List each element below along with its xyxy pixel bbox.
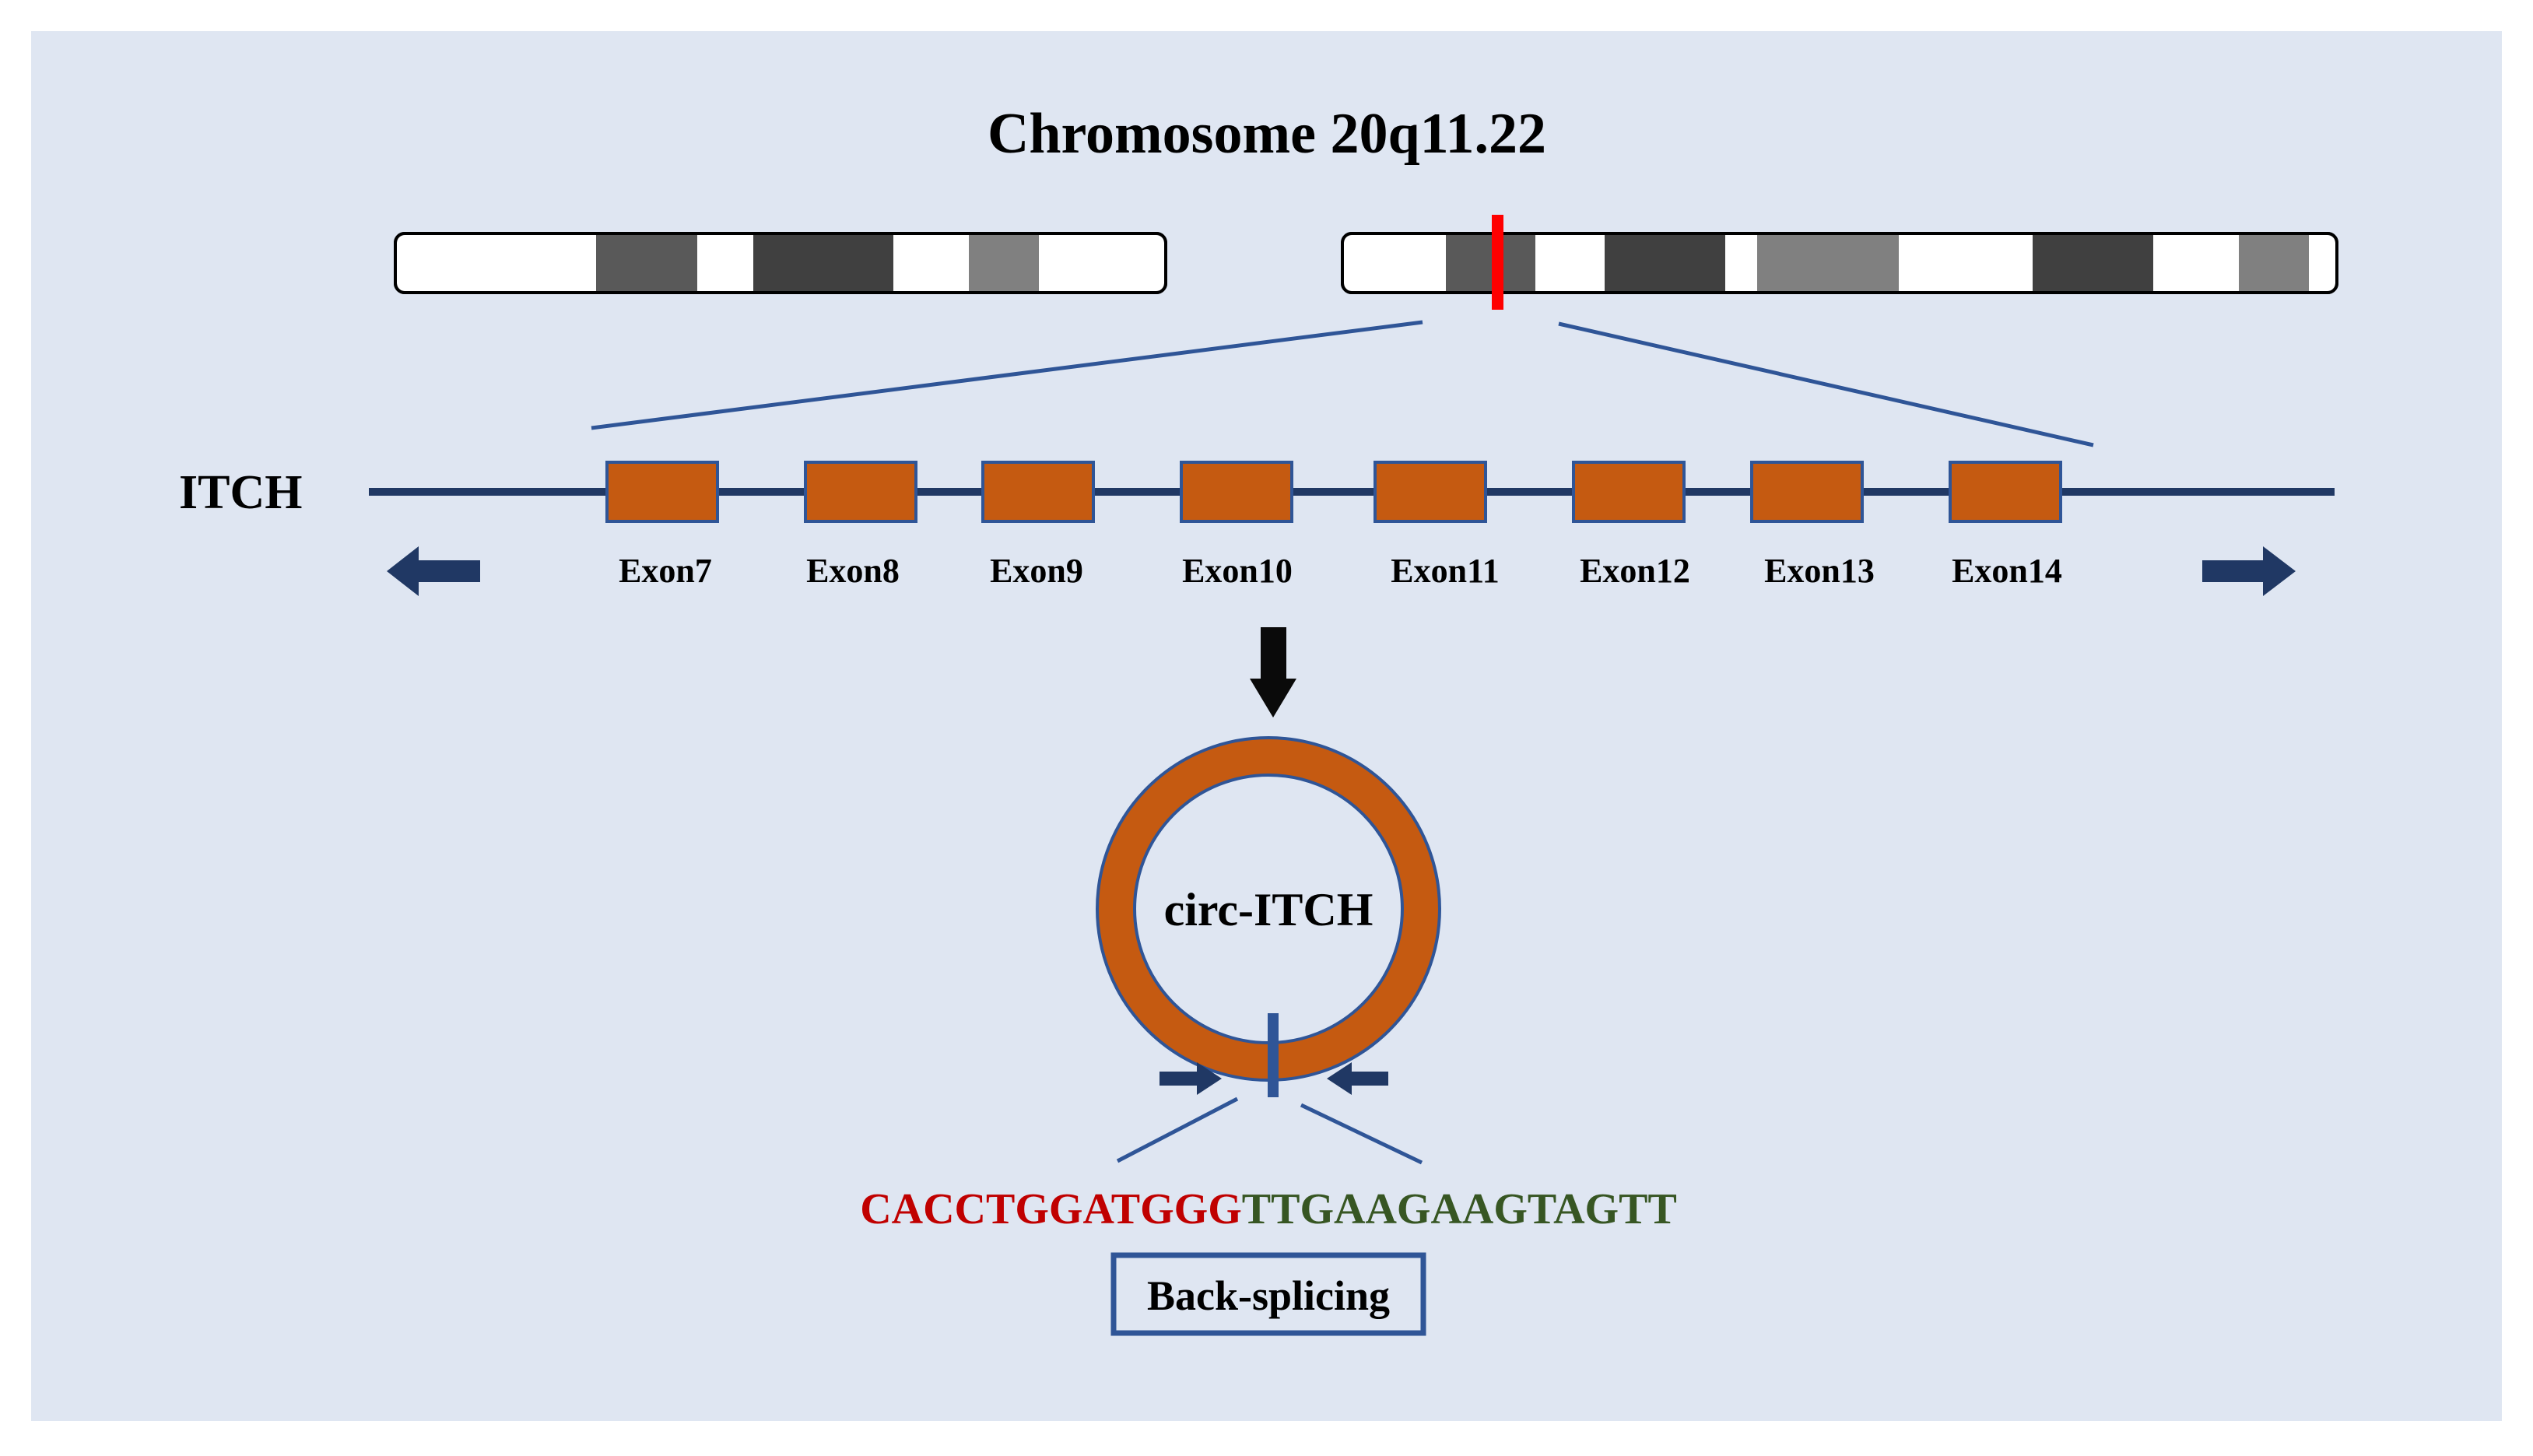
left-arrow-icon (387, 546, 480, 596)
circrna-label: circ-ITCH (1164, 884, 1374, 935)
down-arrow-icon (1250, 627, 1296, 717)
exon-box (1374, 461, 1487, 523)
exon-box (1949, 461, 2062, 523)
back-splicing-box (1110, 1252, 1426, 1336)
exon-label: Exon10 (1182, 552, 1293, 590)
chromosome-band (1757, 235, 1899, 291)
exon-box (1572, 461, 1686, 523)
back-splicing-label: Back-splicing (1147, 1272, 1390, 1319)
exon-group: Exon7 Exon8 Exon9 Exon10 Exon11 Exon12 E… (605, 461, 2062, 590)
sequence-zoom-left (1116, 1096, 1239, 1163)
exon-box (981, 461, 1095, 523)
gene-label: ITCH (179, 466, 302, 519)
exon-box (1180, 461, 1293, 523)
chromosome-band (1605, 235, 1725, 291)
primer-forward-icon (1159, 1062, 1222, 1095)
chromosome-band (596, 235, 697, 291)
locus-marker (1492, 215, 1503, 310)
chromosome-title: Chromosome 20q11.22 (988, 102, 1546, 166)
exon-label: Exon12 (1580, 552, 1690, 590)
sequence-zoom-right (1300, 1103, 1423, 1165)
primer-reverse-icon (1327, 1062, 1388, 1095)
chromosome-right-arm (1341, 232, 2338, 294)
exon-label: Exon13 (1764, 552, 1875, 590)
chromosome-left-arm (394, 232, 1167, 294)
chromosome-band (2033, 235, 2153, 291)
exon-label: Exon14 (1952, 552, 2062, 590)
chromosome-band (753, 235, 893, 291)
sequence-part-downstream: TTGAAGAAGTAGTT (1242, 1185, 1677, 1233)
junction-sequence: CACCTGGATGGGTTGAAGAAGTAGTT (860, 1185, 1677, 1233)
junction-mark (1268, 1013, 1279, 1097)
right-arrow-icon (2202, 546, 2296, 596)
exon-label: Exon7 (619, 552, 712, 590)
exon-label: Exon11 (1391, 552, 1499, 590)
sequence-part-upstream: CACCTGGATGGG (860, 1185, 1242, 1233)
exon-box (1750, 461, 1864, 523)
exon-box (605, 461, 719, 523)
exon-label: Exon8 (806, 552, 900, 590)
chromosome-band (2239, 235, 2309, 291)
zoom-line-left (591, 320, 1423, 430)
chromosome-band (969, 235, 1039, 291)
exon-box (804, 461, 917, 523)
exon-label: Exon9 (990, 552, 1083, 590)
chromosome-band (1446, 235, 1535, 291)
zoom-line-right (1558, 321, 2094, 447)
